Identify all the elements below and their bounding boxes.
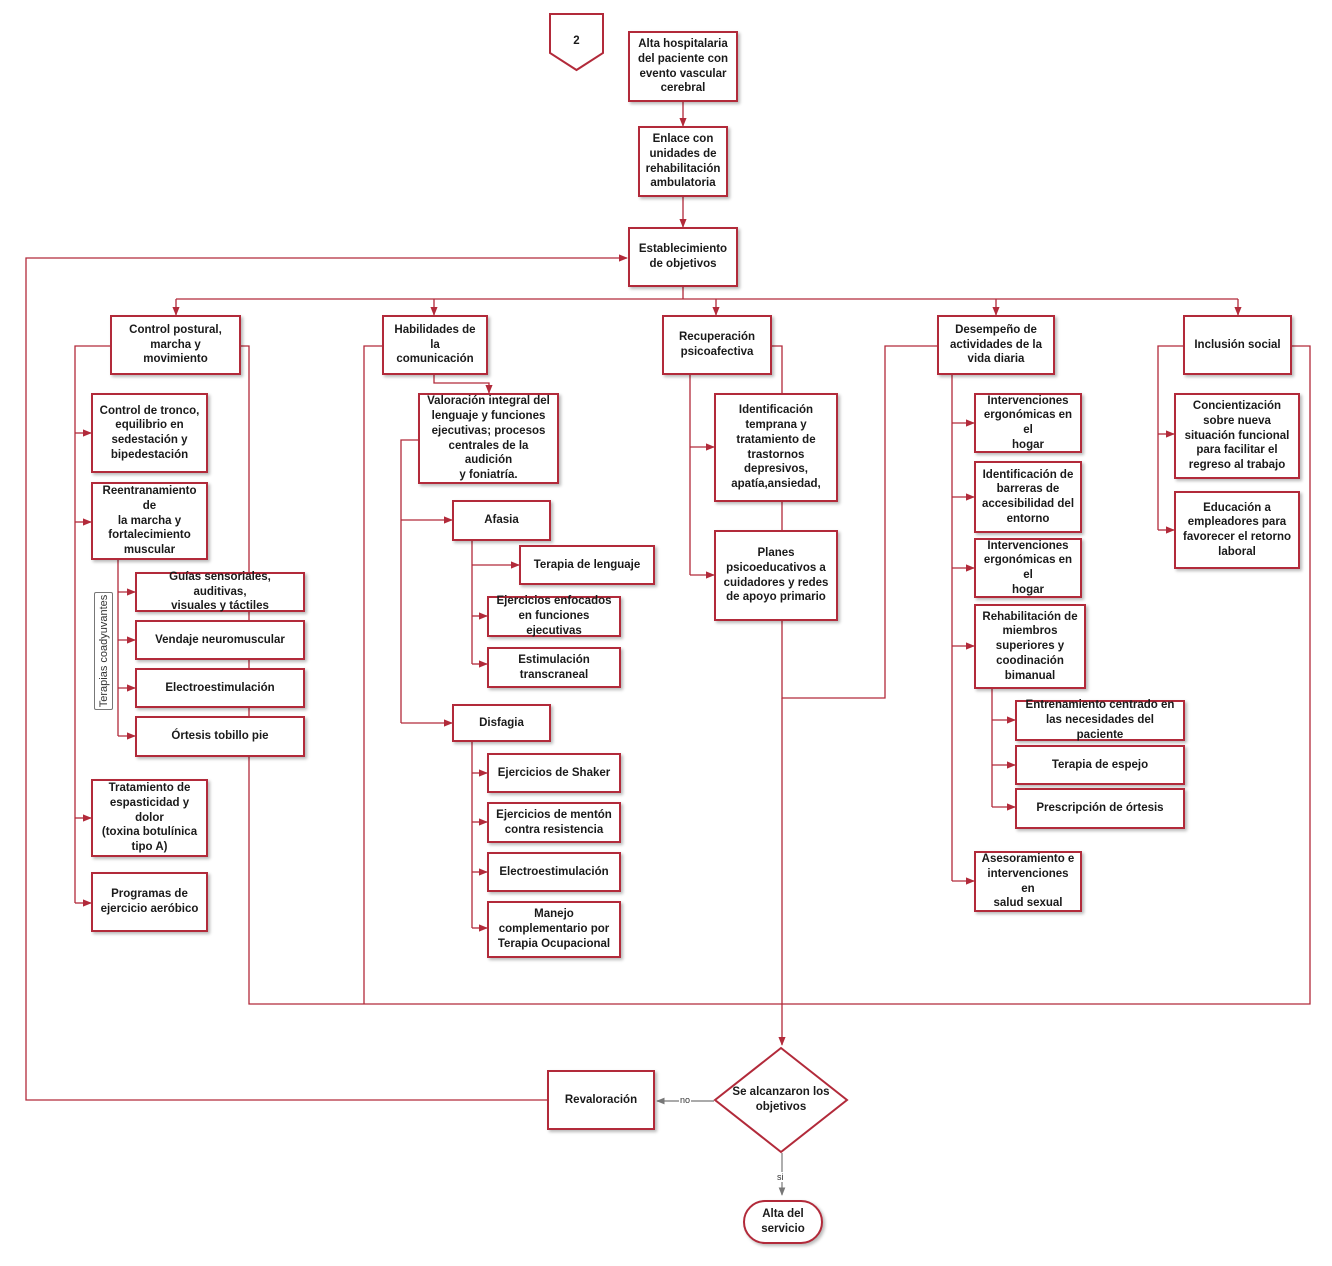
- node-concientizacion: Concientización sobre nueva situación fu…: [1174, 393, 1300, 479]
- node-ejercicios-funciones-ejecutivas: Ejercicios enfocados en funciones ejecut…: [487, 595, 621, 637]
- category-inclusion-social: Inclusión social: [1183, 315, 1292, 375]
- node-programas-ejercicio: Programas de ejercicio aeróbico: [91, 872, 208, 932]
- edge-label-si: si: [776, 1172, 785, 1182]
- terapias-coadyuvantes-label: Terapias coadyuvantes: [97, 594, 110, 708]
- edge-label-no: no: [679, 1095, 692, 1105]
- terapias-coadyuvantes-label-box: Terapias coadyuvantes: [94, 592, 113, 710]
- node-valoracion-integral: Valoración integral del lenguaje y funci…: [418, 393, 559, 484]
- node-rehabilitacion-miembros: Rehabilitación de miembros superiores y …: [974, 604, 1086, 689]
- off-page-connector: 2: [549, 13, 604, 72]
- node-alta-servicio: Alta del servicio: [743, 1200, 823, 1244]
- node-ejercicios-shaker: Ejercicios de Shaker: [487, 753, 621, 793]
- category-comunicacion: Habilidades de la comunicación: [382, 315, 488, 375]
- node-educacion-empleadores: Educación a empleadores para favorecer e…: [1174, 491, 1300, 569]
- node-control-tronco: Control de tronco, equilibrio en sedesta…: [91, 393, 208, 473]
- node-disfagia: Disfagia: [452, 704, 551, 742]
- node-enlace-rehabilitacion: Enlace con unidades de rehabilitación am…: [638, 126, 728, 197]
- node-tratamiento-espasticidad: Tratamiento de espasticidad y dolor (tox…: [91, 779, 208, 857]
- off-page-connector-label: 2: [573, 34, 580, 47]
- node-guias-sensoriales: Guías sensoriales, auditivas, visuales y…: [135, 571, 305, 612]
- node-terapia-lenguaje: Terapia de lenguaje: [519, 545, 655, 585]
- node-ortesis-tobillo: Órtesis tobillo pie: [135, 716, 305, 757]
- node-ejercicios-menton: Ejercicios de mentón contra resistencia: [487, 802, 621, 843]
- node-manejo-terapia-ocupacional: Manejo complementario por Terapia Ocupac…: [487, 901, 621, 958]
- decision-label: Se alcanzaron los objetivos: [732, 1086, 830, 1113]
- category-vida-diaria: Desempeño de actividades de la vida diar…: [937, 315, 1055, 375]
- node-planes-psicoeducativos: Planes psicoeducativos a cuidadores y re…: [714, 530, 838, 621]
- node-electroestimulacion-disfagia: Electroestimulación: [487, 852, 621, 892]
- node-vendaje-neuromuscular: Vendaje neuromuscular: [135, 620, 305, 660]
- node-revaloracion: Revaloración: [547, 1070, 655, 1130]
- category-control-postural: Control postural, marcha y movimiento: [110, 315, 241, 375]
- node-electroestimulacion-postural: Electroestimulación: [135, 668, 305, 708]
- node-intervenciones-ergonomicas-1: Intervenciones ergonómicas en el hogar: [974, 393, 1082, 453]
- category-psicoafectiva: Recuperación psicoafectiva: [662, 315, 772, 375]
- node-estimulacion-transcraneal: Estimulación transcraneal: [487, 647, 621, 688]
- decision-objetivos: Se alcanzaron los objetivos: [713, 1046, 849, 1154]
- node-establecimiento-objetivos: Establecimiento de objetivos: [628, 227, 738, 287]
- node-alta-hospitalaria: Alta hospitalaria del paciente con event…: [628, 31, 738, 102]
- node-reentrenamiento-marcha: Reentranamiento de la marcha y fortaleci…: [91, 482, 208, 560]
- node-afasia: Afasia: [452, 500, 551, 541]
- node-terapia-espejo: Terapia de espejo: [1015, 745, 1185, 785]
- node-prescripcion-ortesis: Prescripción de órtesis: [1015, 788, 1185, 829]
- node-asesoramiento-salud-sexual: Asesoramiento e intervenciones en salud …: [974, 851, 1082, 912]
- node-entrenamiento-centrado: Entrenamiento centrado en las necesidade…: [1015, 699, 1185, 741]
- node-barreras-accesibilidad: Identificación de barreras de accesibili…: [974, 461, 1082, 533]
- off-page-connector-shape: [549, 13, 604, 72]
- node-intervenciones-ergonomicas-2: Intervenciones ergonómicas en el hogar: [974, 538, 1082, 598]
- node-identificacion-trastornos: Identificación temprana y tratamiento de…: [714, 393, 838, 502]
- decision-diamond-shape: [713, 1046, 849, 1154]
